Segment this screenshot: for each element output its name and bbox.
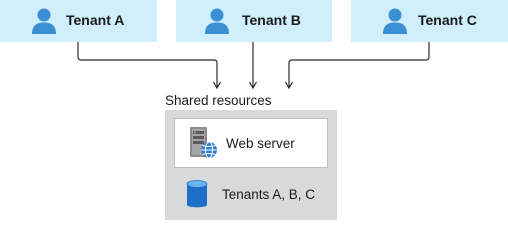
shared-resources-box: Web server Tenants A, B, C xyxy=(165,110,337,220)
tenant-a-label: Tenant A xyxy=(66,12,125,28)
user-icon xyxy=(381,7,409,40)
tenant-a-box: Tenant A xyxy=(0,0,157,42)
user-icon xyxy=(30,7,58,40)
web-server-card: Web server xyxy=(174,118,328,168)
connector-a xyxy=(77,42,218,87)
tenant-b-box: Tenant B xyxy=(176,0,332,42)
user-icon xyxy=(203,7,231,40)
tenant-c-label: Tenant C xyxy=(418,12,477,28)
arrowhead-c xyxy=(284,81,294,90)
database-label: Tenants A, B, C xyxy=(222,187,316,202)
database-icon xyxy=(186,180,208,215)
arrowhead-a xyxy=(212,81,222,90)
web-server-icon xyxy=(188,126,218,165)
arrowhead-b xyxy=(248,81,258,90)
tenant-c-box: Tenant C xyxy=(351,0,508,42)
connector-c xyxy=(288,42,430,87)
shared-resources-title: Shared resources xyxy=(165,93,272,108)
connector-arrows xyxy=(77,42,430,90)
tenant-b-label: Tenant B xyxy=(242,12,301,28)
web-server-label: Web server xyxy=(226,136,295,151)
